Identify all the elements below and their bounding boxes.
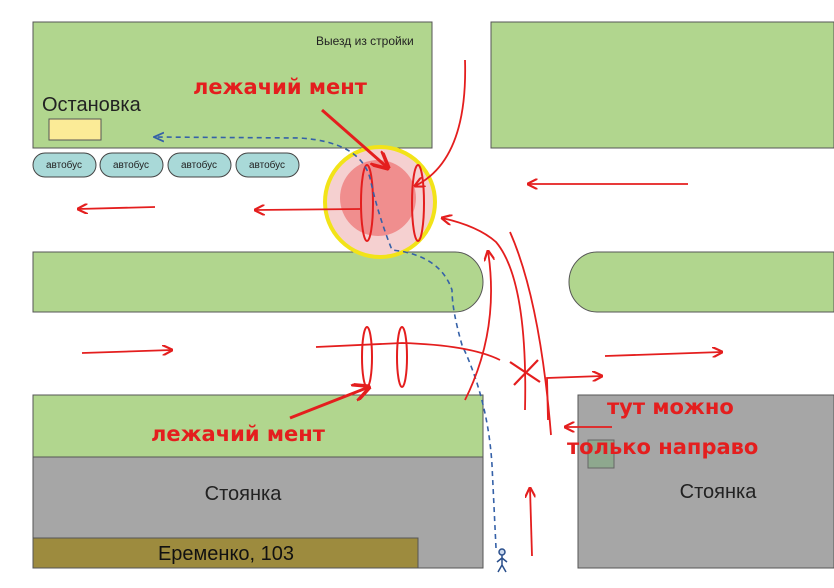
block-bottom-left-green	[32, 394, 484, 458]
pedestrian-path	[155, 137, 497, 549]
median-left	[32, 251, 484, 313]
right-turn-only-line1: тут можно	[607, 395, 734, 419]
speed-bump-label-bottom: лежачий мент	[151, 422, 326, 446]
pothole	[323, 145, 437, 259]
speed-bump-label-top: лежачий мент	[193, 75, 368, 99]
speed-bump	[411, 164, 425, 242]
bus	[235, 152, 300, 178]
bus-stop-sign	[48, 118, 102, 141]
bus	[167, 152, 232, 178]
speed-bump	[396, 326, 408, 388]
bus-row: автобус автобус автобус автобус	[32, 152, 300, 178]
median-right	[568, 251, 834, 313]
parking-right	[577, 394, 834, 569]
address-label: Еременко, 103	[158, 543, 294, 565]
block-top-right	[490, 21, 834, 149]
right-turn-only-line2: только направо	[567, 435, 758, 459]
bus	[99, 152, 164, 178]
speed-bump	[361, 326, 373, 388]
parking-left-label: Стоянка	[205, 483, 283, 505]
walking-person-icon	[496, 548, 508, 573]
parking-right-label: Стоянка	[680, 481, 758, 503]
parking-right-box	[587, 439, 615, 469]
bus-label: автобус	[249, 159, 285, 171]
bus-label: автобус	[113, 159, 149, 171]
bus-stop-label: Остановка	[42, 94, 142, 116]
bus-label: автобус	[181, 159, 217, 171]
address-bar	[32, 537, 419, 569]
construction-exit-label: Выезд из стройки	[316, 34, 414, 48]
traffic-arrows	[78, 59, 722, 557]
speed-bump	[360, 164, 374, 242]
bus-label: автобус	[46, 159, 82, 171]
bus	[32, 152, 97, 178]
